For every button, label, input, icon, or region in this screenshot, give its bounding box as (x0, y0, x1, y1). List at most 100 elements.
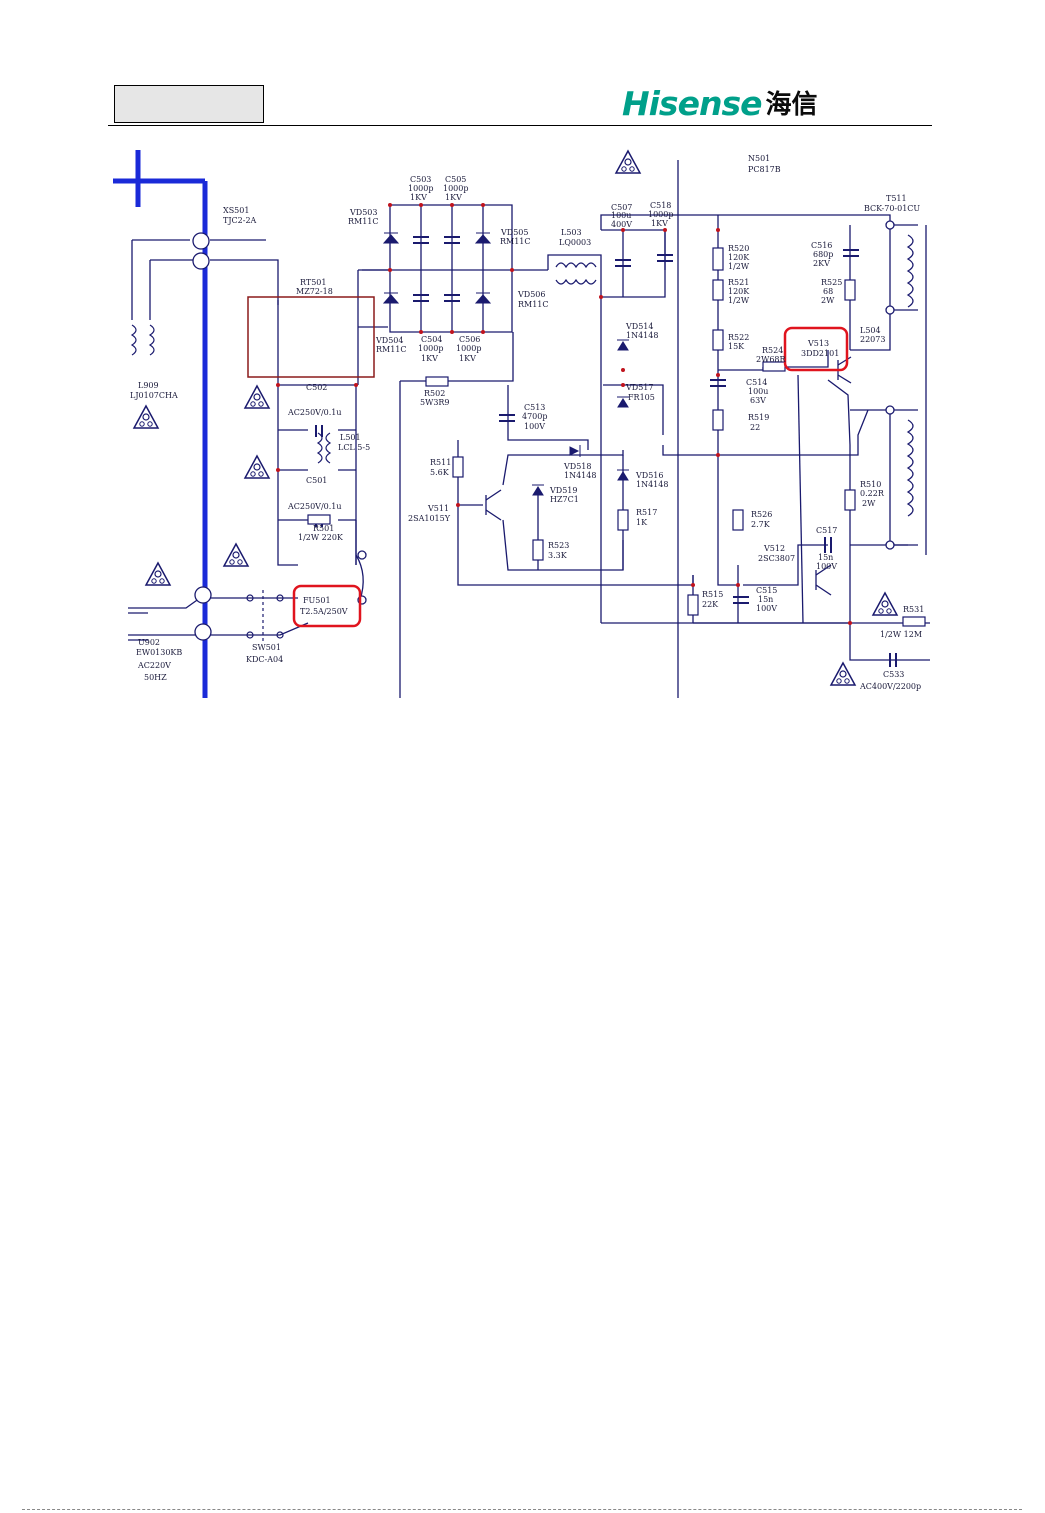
label-c518-v2: 1KV (651, 219, 668, 228)
label-r501: R501 (313, 524, 334, 533)
label-vd517-type: FR105 (628, 393, 655, 402)
label-c506: C506 (459, 335, 480, 344)
label-r519-val: 22 (750, 423, 760, 432)
label-c506-v1: 1000p (456, 344, 481, 353)
label-r526-val: 2.7K (751, 520, 771, 529)
label-c513-v1: 4700p (522, 412, 547, 421)
connectors (192, 220, 895, 641)
label-r521-v2: 1/2W (728, 296, 750, 305)
label-c505-v2: 1KV (445, 193, 462, 202)
junctions (276, 203, 852, 625)
label-r515-val: 22K (702, 600, 719, 609)
label-c507-v1: 100u (611, 211, 631, 220)
footer-rule (22, 1509, 1022, 1510)
hisense-logo: Hisense 海信 (622, 84, 818, 122)
label-xs501: XS501 (223, 206, 249, 215)
label-vd518: VD518 (563, 462, 591, 471)
label-l504-type: 22073 (860, 335, 885, 344)
label-r522-val: 15K (728, 342, 745, 351)
label-l909: L909 (138, 381, 159, 390)
rt501-box (247, 296, 375, 378)
label-c517-v1: 15n (818, 553, 833, 562)
label-u902-hz: 50HZ (144, 673, 167, 682)
label-c502-val: AC250V/0.1u (287, 408, 342, 417)
label-c507: C507 (611, 203, 632, 212)
label-r525-v1: 68 (823, 287, 833, 296)
label-vd514: VD514 (625, 322, 653, 331)
label-r517: R517 (636, 508, 657, 517)
label-vd517: VD517 (625, 383, 653, 392)
label-rt501-type: MZ72-18 (296, 287, 333, 296)
label-sw501: SW501 (252, 643, 281, 652)
label-c504-v2: 1KV (421, 354, 438, 363)
label-c504-v1: 1000p (418, 344, 443, 353)
label-c515-v2: 100V (756, 604, 777, 613)
label-v511-type: 2SA1015Y (408, 514, 451, 523)
l503-coils (555, 262, 597, 285)
label-c514: C514 (746, 378, 767, 387)
capacitors (315, 236, 897, 667)
label-vd519-type: HZ7C1 (550, 495, 579, 504)
label-r510: R510 (860, 480, 881, 489)
label-c515: C515 (756, 586, 777, 595)
logo-latin-text: Hisense (622, 84, 762, 123)
label-r521: R521 (728, 278, 749, 287)
chassis-lines (113, 150, 208, 698)
label-r502-val: 5W3R9 (420, 398, 450, 407)
label-c501: C501 (306, 476, 327, 485)
label-v513: V513 (807, 339, 829, 348)
label-u902: U902 (138, 638, 160, 647)
label-c518-v1: 1000p (648, 210, 673, 219)
label-vd516-type: 1N4148 (636, 480, 668, 489)
label-r511: R511 (430, 458, 451, 467)
label-r510-v2: 2W (862, 499, 876, 508)
label-r501-val: 1/2W 220K (298, 533, 344, 542)
label-r510-v1: 0.22R (860, 489, 885, 498)
label-c505-v1: 1000p (443, 184, 468, 193)
label-r521-v1: 120K (728, 287, 750, 296)
label-u902-ac: AC220V (137, 661, 171, 670)
label-c516: C516 (811, 241, 832, 250)
label-fu501: FU501 (303, 596, 331, 605)
label-r520-v2: 1/2W (728, 262, 750, 271)
label-rt501: RT501 (300, 278, 327, 287)
label-vd506: VD506 (517, 290, 545, 299)
label-r525-v2: 2W (821, 296, 835, 305)
label-n501-type: PC817B (748, 165, 781, 174)
label-c504: C504 (421, 335, 442, 344)
label-c506-v2: 1KV (459, 354, 476, 363)
v513-highlight (783, 326, 849, 372)
label-c513-v2: 100V (524, 422, 545, 431)
label-c516-v2: 2KV (813, 259, 830, 268)
label-c514-v1: 100u (748, 387, 768, 396)
label-l501-type: LCL 5-5 (338, 443, 370, 452)
label-c516-v1: 680p (813, 250, 833, 259)
t511-windings (906, 225, 927, 555)
label-r523: R523 (548, 541, 569, 550)
label-v512-type: 2SC3807 (758, 554, 795, 563)
label-vd514-type: 1N4148 (626, 331, 658, 340)
label-xs501-type: TJC2-2A (223, 216, 257, 225)
label-l503: L503 (561, 228, 582, 237)
label-r511-val: 5.6K (430, 468, 450, 477)
label-r531-val: 1/2W 12M (880, 630, 922, 639)
label-c502: C502 (306, 383, 327, 392)
label-c503: C503 (410, 175, 431, 184)
label-t511-type: BCK-70-01CU (864, 204, 920, 213)
label-vd504-type: RM11C (376, 345, 407, 354)
l501-coils (316, 432, 332, 464)
label-vd506-type: RM11C (518, 300, 549, 309)
label-l504: L504 (860, 326, 881, 335)
label-u902-type: EW0130KB (136, 648, 182, 657)
label-r519: R519 (748, 413, 769, 422)
label-sw501-type: KDC-A04 (246, 655, 283, 664)
label-vd519: VD519 (549, 486, 577, 495)
label-c533: C533 (883, 670, 904, 679)
label-c503-v2: 1KV (410, 193, 427, 202)
label-l503-type: LQ0003 (559, 238, 591, 247)
label-fu501-val: T2.5A/250V (300, 607, 348, 616)
header-rule (108, 125, 932, 126)
bridge-diodes (382, 232, 492, 304)
label-vd503: VD503 (349, 208, 377, 217)
component-labels: XS501 TJC2-2A L909 LJ0107CHA RT501 MZ72-… (130, 154, 924, 691)
